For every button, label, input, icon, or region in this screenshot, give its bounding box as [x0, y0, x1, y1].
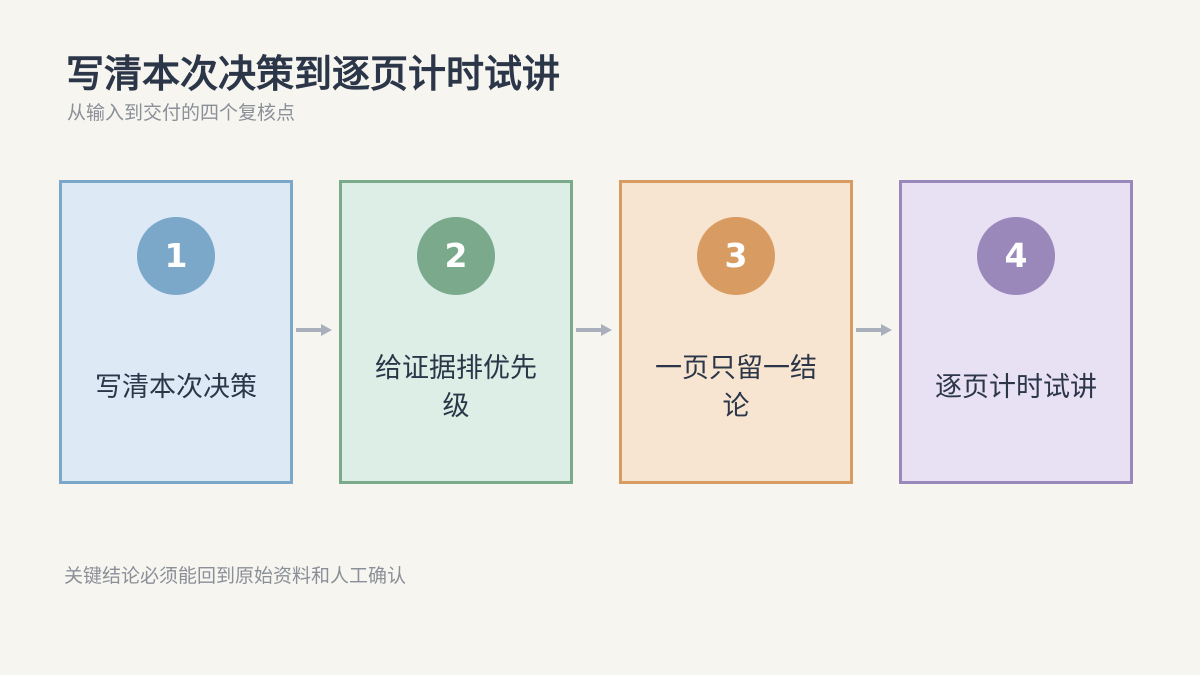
step-box-2: 2 给证据排优先级 — [339, 180, 573, 484]
arrow-icon-3 — [856, 324, 892, 336]
arrow-icon-2 — [576, 324, 612, 336]
step-label-1: 写清本次决策 — [95, 372, 257, 403]
step-box-4: 4 逐页计时试讲 — [899, 180, 1133, 484]
footer-note: 关键结论必须能回到原始资料和人工确认 — [64, 565, 407, 587]
step-number-badge-4: 4 — [977, 217, 1055, 295]
arrow-icon-1 — [296, 324, 332, 336]
step-label-2: 给证据排优先级 — [375, 353, 537, 422]
page-subtitle: 从输入到交付的四个复核点 — [67, 102, 296, 124]
step-number-badge-1: 1 — [137, 217, 215, 295]
step-label-4: 逐页计时试讲 — [935, 372, 1097, 403]
step-number-badge-2: 2 — [417, 217, 495, 295]
step-box-3: 3 一页只留一结论 — [619, 180, 853, 484]
page-title: 写清本次决策到逐页计时试讲 — [66, 52, 561, 96]
step-number-badge-3: 3 — [697, 217, 775, 295]
step-box-1: 1 写清本次决策 — [59, 180, 293, 484]
step-label-3: 一页只留一结论 — [655, 353, 817, 422]
